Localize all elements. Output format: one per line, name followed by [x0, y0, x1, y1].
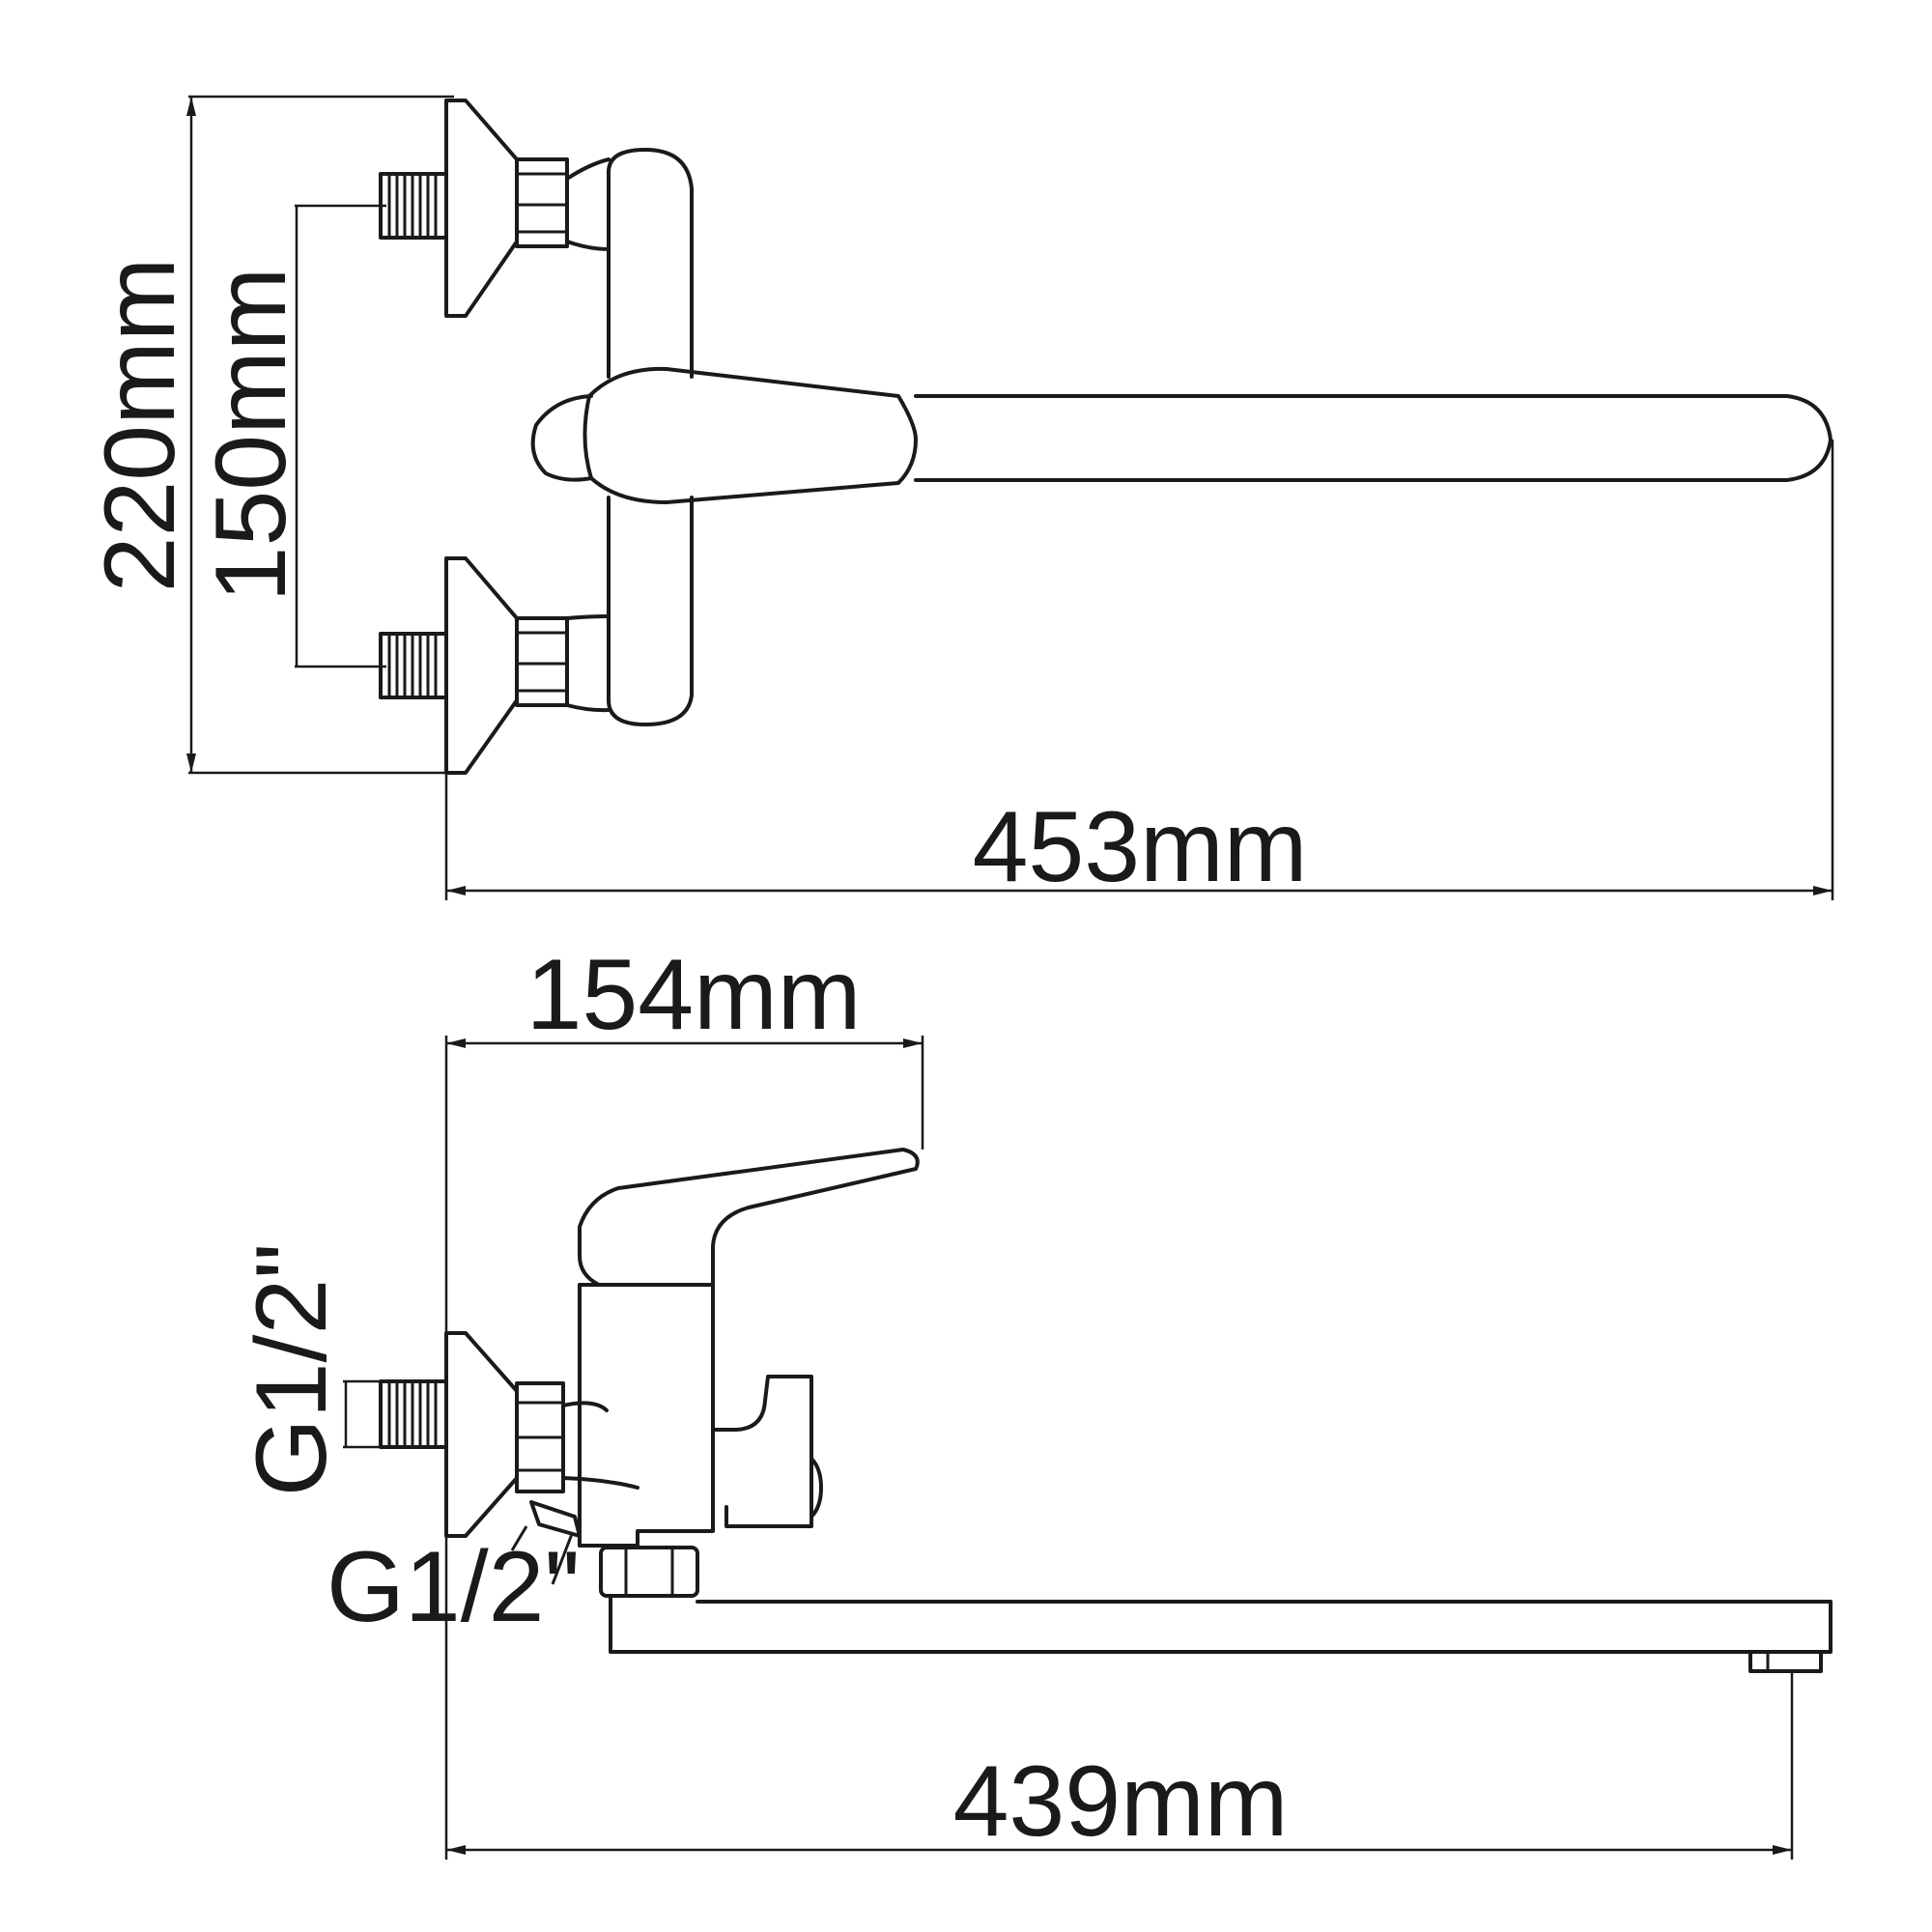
cartridge-cap [530, 394, 593, 482]
height-dimension-label: 220mm [84, 258, 196, 593]
spout-top-view [914, 394, 1833, 482]
lower-connecting-arm [565, 614, 611, 713]
lower-wall-bracket [444, 556, 519, 775]
side-lever-handle [578, 1148, 920, 1287]
outlet-thread-label: G1/2" [327, 1531, 580, 1643]
depth-dimension-label: 154mm [526, 939, 862, 1051]
inlet-spacing-dimension: 150mm [195, 204, 386, 668]
mixer-body [607, 148, 694, 726]
upper-hex-nut [515, 157, 569, 248]
lever-handle [582, 366, 918, 504]
side-view: 154mm G1/2" G1/2" 439mm [236, 939, 1833, 1860]
aerator [1748, 1650, 1823, 1673]
length-dimension-label: 453mm [973, 791, 1308, 903]
top-view: 220mm 150mm 453mm [84, 95, 1834, 903]
inlet-thread-label: G1/2" [236, 1243, 348, 1496]
height-dimension: 220mm [84, 95, 454, 775]
diverter-cap [810, 1457, 823, 1519]
side-mixer-body [578, 1283, 715, 1548]
spout-side-view [609, 1594, 1833, 1654]
side-wall-bracket [444, 1331, 519, 1538]
inlet-spacing-label: 150mm [195, 268, 307, 603]
spout-length-dimension: 439mm [444, 1536, 1794, 1860]
upper-thread-connector [379, 172, 448, 240]
lower-thread-connector [379, 632, 448, 699]
spout-hex-nut [599, 1546, 699, 1598]
side-hex-nut [515, 1381, 565, 1493]
side-thread-connector [379, 1379, 448, 1449]
inlet-thread-dimension: G1/2" [236, 1243, 386, 1496]
depth-dimension: 154mm [444, 939, 924, 1333]
diverter-knob [711, 1375, 813, 1528]
upper-connecting-arm [565, 157, 611, 251]
upper-wall-bracket [444, 99, 519, 318]
lower-hex-nut [515, 616, 569, 707]
length-dimension: 453mm [444, 440, 1834, 903]
spout-length-label: 439mm [953, 1746, 1289, 1858]
